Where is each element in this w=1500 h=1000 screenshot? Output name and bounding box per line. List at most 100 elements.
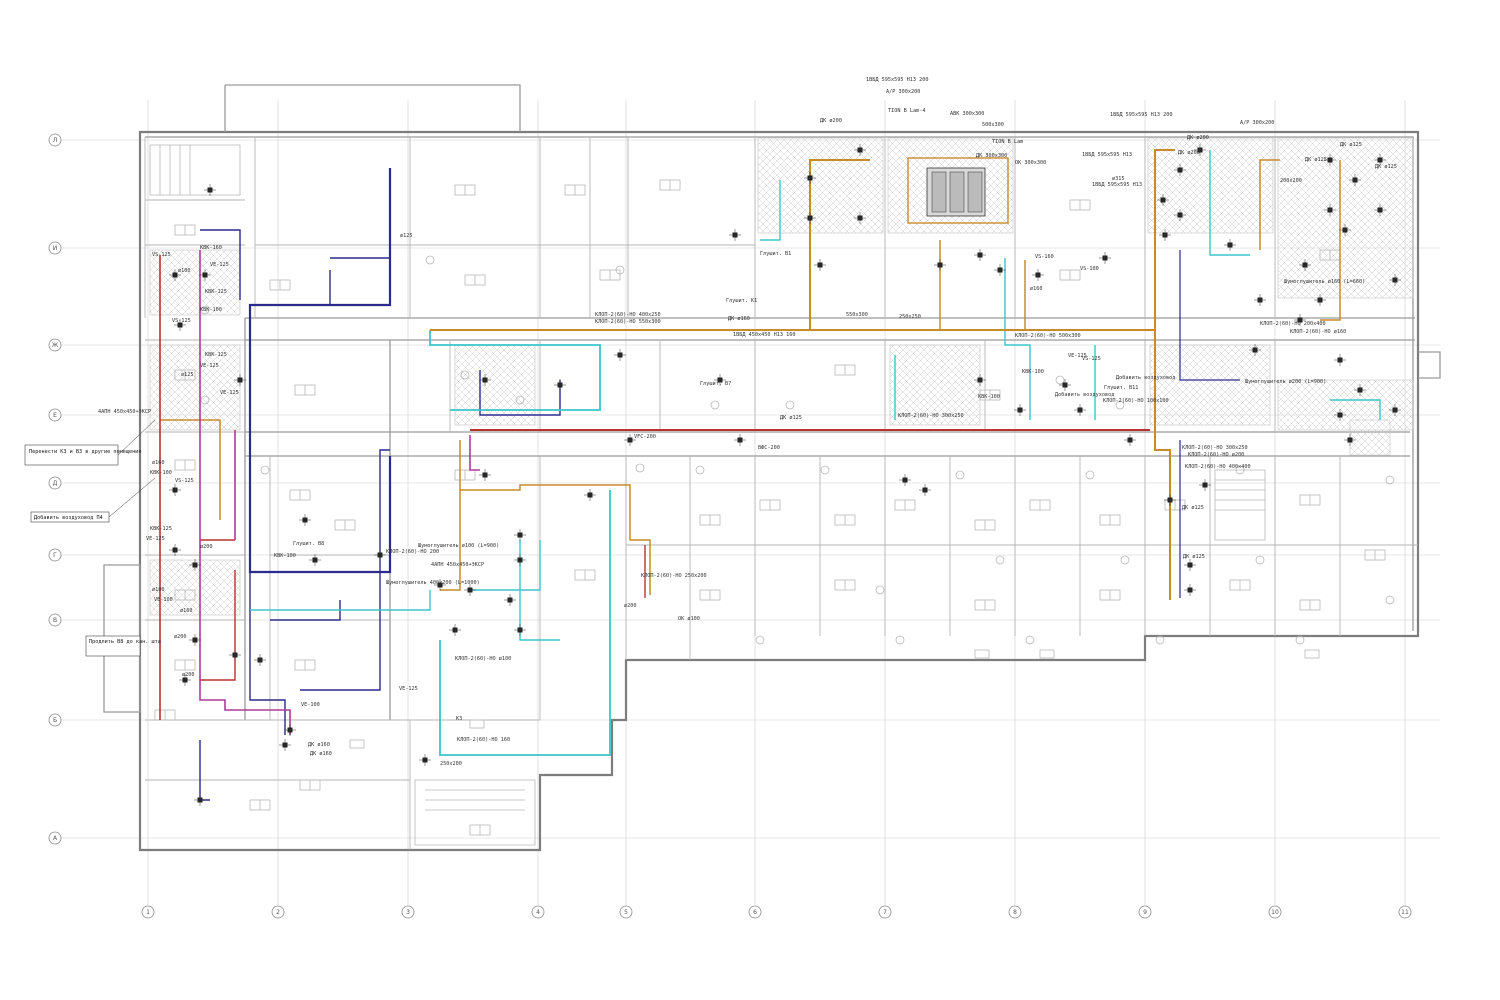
axis-label-row: Г [53,552,57,559]
diffuser-crosshair [374,549,386,561]
equipment-label: КЛОП-2(60)-НО 200 [386,549,439,555]
axis-label-row: Д [53,480,58,487]
diffuser-crosshair [299,514,311,526]
diffuser-crosshair [514,529,526,541]
diffuser-crosshair [614,349,626,361]
equipment-label: VS-125 [172,318,191,324]
diffuser-crosshair [1184,559,1196,571]
axis-label-col: 11 [1401,909,1409,916]
diffuser-crosshair [1254,294,1266,306]
axis-label-col: 8 [1013,909,1017,916]
plumbing-fixture [955,470,965,480]
axis-label-row: Е [53,412,57,419]
axis-bubble-col [271,905,285,919]
equipment-label: ø160 [1030,286,1043,292]
diffuser-crosshair [714,374,726,386]
equipment-label: ø125 [400,233,413,239]
diffuser-crosshair [1199,479,1211,491]
equipment-label: КЛОП-2(60)-НО 300х250 [898,413,964,419]
duct-purple-branch [469,435,480,471]
axis-bubble-row [48,241,62,255]
diffuser-crosshair [1059,379,1071,391]
equipment-label: Глушит. В7 [700,381,731,387]
plumbing-fixture [1055,375,1065,385]
plumbing-fixture [1295,635,1305,645]
duct-exhaust-south [439,490,611,756]
duct-supply-branch [270,600,341,621]
equipment-label: VE-125 [200,363,219,369]
diffuser-crosshair [234,374,246,386]
equipment-label: ОК ø100 [678,616,700,622]
equipment-label: ДК ø125 [1183,554,1205,560]
axis-bubble-col [1008,905,1022,919]
axis-bubble-col [1268,905,1282,919]
equipment-label: VFC-200 [634,434,656,440]
equipment-label: ДК ø200 [1187,135,1209,141]
diffuser-crosshair [804,172,816,184]
equipment-label: VE-100 [154,597,173,603]
equipment-label: КЛОП-2(60)-НО 400х250 [595,312,661,318]
axis-bubble-row [48,476,62,490]
equipment-label: Глушит. В11 [1104,385,1138,391]
equipment-label: КВК-100 [200,307,222,313]
equipment-label: КЛОП-2(60)-НО ø100 [455,656,511,662]
equipment-label: КЛОП-2(60)-НО ø200 [1188,452,1244,458]
equipment-label: VS-125 [1082,356,1101,362]
plumbing-fixture [425,255,435,265]
diffuser-crosshair [1164,494,1176,506]
diffuser-crosshair [169,544,181,556]
diffuser-crosshair [279,739,291,751]
duct-purple-west [199,250,291,735]
equipment-label: А/Р 300х200 [1240,120,1274,126]
diffuser-crosshair [729,229,741,241]
diffuser-crosshair [974,374,986,386]
diffuser-crosshair [1294,314,1306,326]
equipment-label: 1ВБД 595х595 Н13 200 [1110,112,1172,118]
duct-supply-west [248,318,392,574]
equipment-label: VS-160 [1035,254,1054,260]
duct-exhaust-main [429,330,601,411]
duct-exhaust-branch [519,540,560,641]
diffuser-crosshair [554,379,566,391]
equipment-label: ø200 [624,603,637,609]
diffuser-crosshair [169,484,181,496]
diffuser-crosshair [1099,252,1111,264]
diffuser-crosshair [464,584,476,596]
wash-basin [469,719,485,729]
diffuser-crosshair [1334,354,1346,366]
equipment-label: ВФС-200 [758,445,780,451]
duct-orange-branch [1320,160,1341,321]
axis-bubble-col [1398,905,1412,919]
note-add-duct-p4: Добавить воздуховод П4 [34,514,103,521]
axis-bubble-col [1138,905,1152,919]
plumbing-fixture [200,305,210,315]
equipment-label: КЛОП-2(60)-НО ø160 [1290,329,1346,335]
duct-supply-branch [1179,250,1240,381]
duct-supply-branch [300,449,390,691]
diffuser-crosshair [934,259,946,271]
diffuser-crosshair [854,212,866,224]
diffuser-crosshair [1124,434,1136,446]
equipment-label: 1ВБД 595х595 Н13 200 [866,77,928,83]
wash-basin [349,739,365,749]
diffuser-crosshair [434,579,446,591]
equipment-label: ДК ø160 [728,316,750,322]
diffuser-crosshair [284,724,296,736]
equipment-label: КВК-100 [1022,369,1044,375]
equipment-label: КЛОП-2(60)-НО 400х400 [1185,464,1251,470]
axis-bubble-col [141,905,155,919]
axis-bubble-row [48,133,62,147]
axis-label-col: 9 [1143,909,1147,916]
equipment-label: VE-100 [301,702,320,708]
diffuser-crosshair [1074,404,1086,416]
note-move-k3-b3: Перенести К3 и В3 в другие помещения [29,449,141,455]
wash-basin [1039,649,1055,659]
plumbing-fixture [875,585,885,595]
axis-bubble-col [619,905,633,919]
equipment-label: КВК-125 [205,289,227,295]
equipment-label: КЛОП-2(60)-НО 500х300 [1015,333,1081,339]
equipment-label: 250х200 [440,761,462,767]
equipment-label: ø100 [152,587,165,593]
axis-bubble-col [401,905,415,919]
